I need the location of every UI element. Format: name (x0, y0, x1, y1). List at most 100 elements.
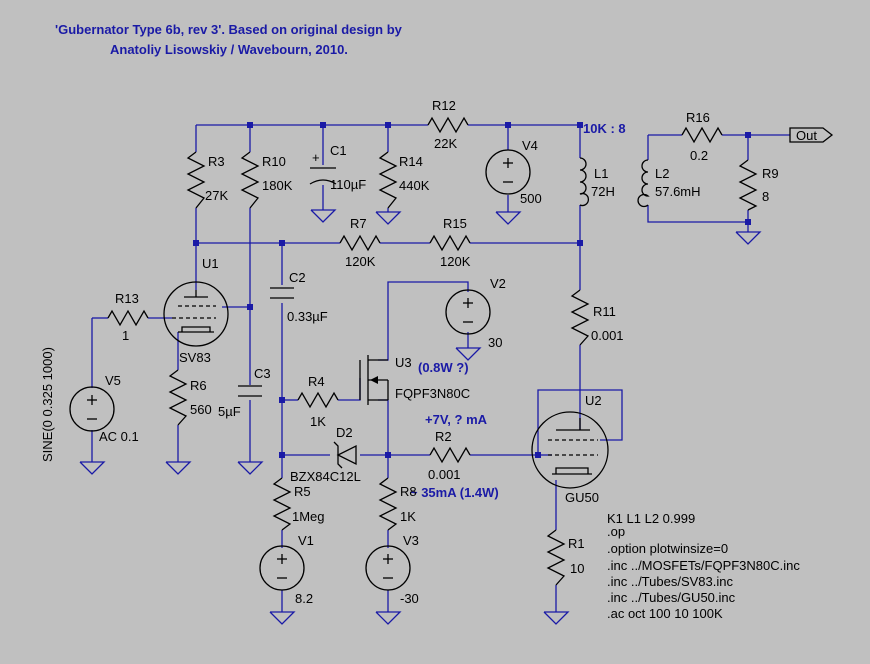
u3-name: U3 (395, 355, 412, 370)
l1-name: L1 (594, 166, 608, 181)
output-port-label: Out (796, 128, 817, 143)
r7-value: 120K (345, 254, 376, 269)
c3-value: 5µF (218, 404, 241, 419)
r1-value: 10 (570, 561, 584, 576)
junctions (193, 122, 751, 458)
capacitor-c2[interactable]: C2 0.33µF (270, 270, 328, 324)
resistor-r16[interactable]: R16 0.2 (681, 110, 723, 163)
r6-value: 560 (190, 402, 212, 417)
tube-u2[interactable]: U2 GU50 (531, 393, 609, 505)
title-line-2: Anatoliy Lisowskiy / Wavebourn, 2010. (110, 42, 348, 57)
v1-value: 8.2 (295, 591, 313, 606)
resistor-r2[interactable]: R2 0.001 (428, 429, 471, 482)
title-line-1: 'Gubernator Type 6b, rev 3'. Based on or… (55, 22, 403, 37)
v3-name: V3 (403, 533, 419, 548)
r15-value: 120K (440, 254, 471, 269)
current-note: ~ 35mA (1.4W) (410, 485, 499, 500)
r2-name: R2 (435, 429, 452, 444)
resistor-r13[interactable]: R13 1 (107, 291, 149, 343)
v4-value: 500 (520, 191, 542, 206)
r2-value: 0.001 (428, 467, 461, 482)
spice-directives: K1 L1 L2 0.999 .op .option plotwinsize=0… (607, 511, 800, 621)
r4-value: 1K (310, 414, 326, 429)
r6-name: R6 (190, 378, 207, 393)
u1-value: SV83 (179, 350, 211, 365)
inductor-l2[interactable]: L2 57.6mH (637, 159, 701, 208)
voltage-source-v1[interactable]: V1 8.2 (259, 533, 314, 606)
r11-name: R11 (593, 304, 616, 319)
resistor-r15[interactable]: R15 120K (429, 216, 471, 269)
l2-value: 57.6mH (655, 184, 701, 199)
tube-u1[interactable]: U1 SV83 (163, 256, 229, 365)
c1-plus-sign: + (312, 150, 320, 165)
resistor-r12[interactable]: R12 22K (427, 98, 469, 151)
voltage-source-v3[interactable]: V3 -30 (365, 533, 419, 606)
mosfet-power-note: (0.8W ?) (418, 360, 469, 375)
resistor-r9[interactable]: R9 8 (738, 159, 779, 211)
v4-name: V4 (522, 138, 538, 153)
resistor-r8[interactable]: R8 1K (378, 477, 417, 531)
resistor-r5[interactable]: R5 1Meg (272, 477, 325, 531)
voltage-source-v5[interactable]: V5 AC 0.1 (69, 373, 139, 444)
c2-name: C2 (289, 270, 306, 285)
directive-line: .option plotwinsize=0 (607, 541, 728, 556)
bias-note: +7V, ? mA (425, 412, 488, 427)
u2-name: U2 (585, 393, 602, 408)
u3-value: FQPF3N80C (395, 386, 470, 401)
c1-name: C1 (330, 143, 347, 158)
ground-symbols (79, 209, 762, 625)
resistor-r11[interactable]: R11 0.001 (570, 289, 624, 346)
r9-value: 8 (762, 189, 769, 204)
v5-value: AC 0.1 (99, 429, 139, 444)
r10-name: R10 (262, 154, 286, 169)
resistor-r7[interactable]: R7 120K (339, 216, 381, 269)
v2-value: 30 (488, 335, 502, 350)
r11-value: 0.001 (591, 328, 624, 343)
resistor-r6[interactable]: R6 560 (168, 369, 212, 426)
r16-value: 0.2 (690, 148, 708, 163)
c1-value: 110µF (330, 177, 366, 192)
voltage-source-v2[interactable]: V2 30 (445, 276, 506, 350)
capacitor-c3[interactable]: C3 5µF (218, 366, 271, 419)
r7-name: R7 (350, 216, 367, 231)
ratio-note: 10K : 8 (583, 121, 626, 136)
d2-value: BZX84C12L (290, 469, 361, 484)
resistor-r10[interactable]: R10 180K (240, 151, 293, 209)
directive-line: .inc ../Tubes/GU50.inc (607, 590, 736, 605)
r14-name: R14 (399, 154, 423, 169)
r13-name: R13 (115, 291, 139, 306)
r3-value: 27K (205, 188, 228, 203)
v1-name: V1 (298, 533, 314, 548)
r16-name: R16 (686, 110, 710, 125)
resistor-r4[interactable]: R4 1K (297, 374, 339, 429)
r1-name: R1 (568, 536, 585, 551)
v3-value: -30 (400, 591, 419, 606)
directive-line: .ac oct 100 10 100K (607, 606, 723, 621)
r4-name: R4 (308, 374, 325, 389)
r5-value: 1Meg (292, 509, 325, 524)
sine-source-spec: SINE(0 0.325 1000) (40, 347, 55, 462)
capacitor-c1[interactable]: + C1 110µF (309, 143, 366, 192)
r13-value: 1 (122, 328, 129, 343)
v2-name: V2 (490, 276, 506, 291)
u1-name: U1 (202, 256, 219, 271)
v5-name: V5 (105, 373, 121, 388)
r14-value: 440K (399, 178, 430, 193)
directive-line: .op (607, 524, 625, 539)
output-port[interactable]: Out (789, 127, 834, 143)
mosfet-u3[interactable]: U3 FQPF3N80C (359, 355, 470, 405)
resistor-r14[interactable]: R14 440K (378, 151, 430, 209)
r10-value: 180K (262, 178, 293, 193)
r12-value: 22K (434, 136, 457, 151)
resistor-r1[interactable]: R1 10 (546, 529, 585, 586)
c3-name: C3 (254, 366, 271, 381)
zener-diode-d2[interactable]: D2 BZX84C12L (290, 425, 361, 484)
voltage-source-v4[interactable]: V4 500 (485, 138, 542, 206)
wires (91, 124, 790, 612)
resistor-r3[interactable]: R3 27K (186, 151, 228, 209)
directive-line: K1 L1 L2 0.999 (607, 511, 695, 526)
directive-line: .inc ../Tubes/SV83.inc (607, 574, 733, 589)
r9-name: R9 (762, 166, 779, 181)
inductor-l1[interactable]: L1 72H (579, 157, 615, 207)
